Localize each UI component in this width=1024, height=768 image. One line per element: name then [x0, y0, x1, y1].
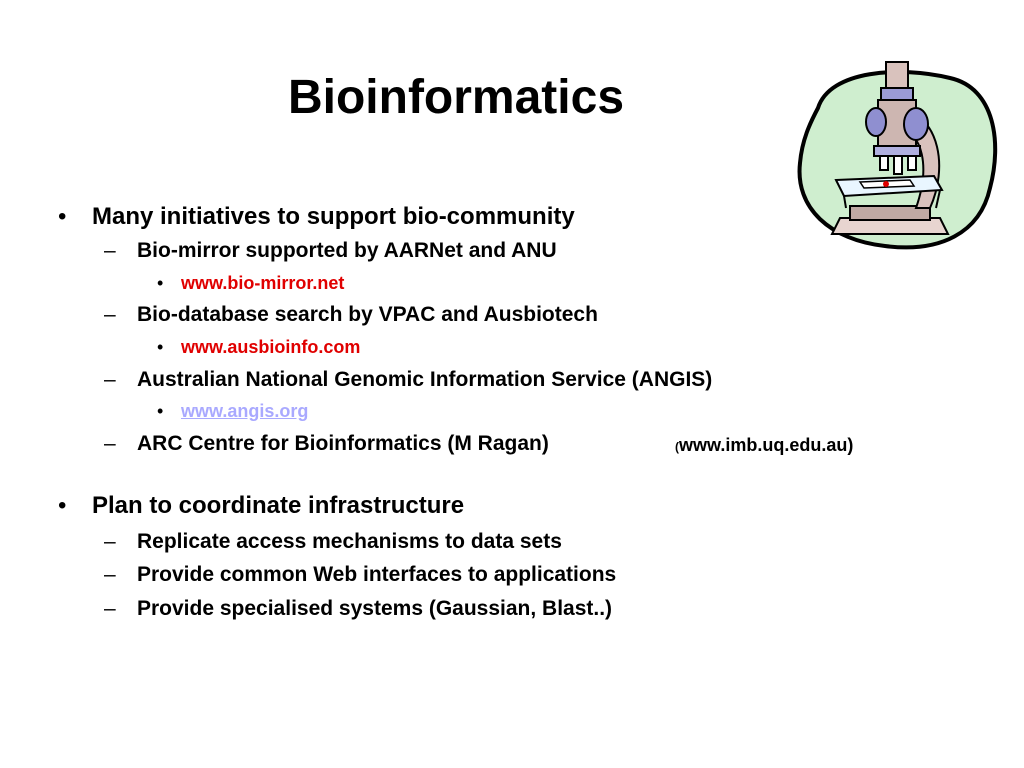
aside-url-text: www.imb.uq.edu.au)	[679, 435, 854, 455]
url-bio-mirror: www.bio-mirror.net	[181, 273, 345, 293]
sub-item-text: Bio-mirror supported by AARNet and ANU	[137, 239, 557, 262]
sub-item-text: Australian National Genomic Information …	[137, 368, 713, 391]
dot-marker: •	[157, 273, 164, 293]
url-ausbioinfo: www.ausbioinfo.com	[181, 337, 361, 357]
sub-item-text: Provide common Web interfaces to applica…	[137, 563, 617, 586]
slide-title: Bioinformatics	[287, 71, 625, 124]
microscope-icon	[797, 61, 998, 250]
sub-item-text: ARC Centre for Bioinformatics (M Ragan)	[137, 432, 549, 455]
dash-marker: –	[104, 432, 116, 455]
dash-marker: –	[104, 239, 116, 262]
dash-marker: –	[104, 597, 116, 620]
sub-item-text: Bio-database search by VPAC and Ausbiote…	[137, 303, 598, 326]
aside-url: (www.imb.uq.edu.au)	[675, 435, 853, 456]
sub-item-text: Provide specialised systems (Gaussian, B…	[137, 597, 613, 620]
link-angis[interactable]: www.angis.org	[181, 401, 309, 421]
dot-marker: •	[157, 401, 164, 421]
dash-marker: –	[104, 563, 116, 586]
dot-marker: •	[157, 337, 164, 357]
dash-marker: –	[104, 303, 116, 326]
bullet-text: Many initiatives to support bio-communit…	[92, 203, 575, 230]
dash-marker: –	[104, 368, 116, 391]
bullet-text: Plan to coordinate infrastructure	[92, 492, 465, 519]
dash-marker: –	[104, 530, 116, 553]
aside-open-paren: (	[675, 440, 679, 454]
bullet-marker: •	[58, 492, 67, 519]
sub-item-text: Replicate access mechanisms to data sets	[137, 530, 562, 553]
bullet-marker: •	[58, 203, 67, 230]
